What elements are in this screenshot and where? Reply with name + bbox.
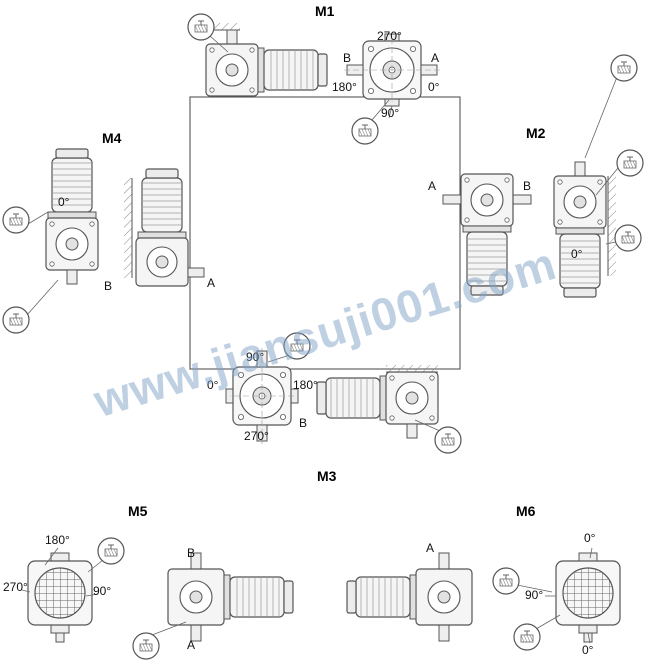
- oil-level-plug-icon: [513, 623, 541, 651]
- m5-angle-270: 270°: [3, 580, 28, 594]
- m4-label: M4: [102, 130, 122, 146]
- oil-level-plug-icon: [283, 332, 311, 360]
- m1-shaft-b-label: B: [343, 51, 352, 65]
- m1-label: M1: [315, 3, 335, 19]
- oil-level-plug-icon: [351, 117, 379, 145]
- oil-level-plug-icon: [616, 149, 644, 177]
- oil-level-plug-icon: [434, 426, 462, 454]
- leader-lines: [21, 35, 619, 644]
- oil-plug-icons: [2, 13, 644, 660]
- m3-angle-90: 90°: [246, 350, 265, 364]
- m6-shaft-a-label: A: [426, 541, 435, 555]
- m3-label: M3: [317, 468, 337, 484]
- m5-shaft-b-label: B: [187, 546, 196, 560]
- oil-level-plug-icon: [132, 632, 160, 660]
- m2-shaft-a-label: A: [428, 179, 437, 193]
- m1-angle-0: 0°: [428, 80, 440, 94]
- oil-level-plug-icon: [97, 537, 125, 565]
- oil-level-plug-icon: [614, 224, 642, 252]
- m4-front-view: [45, 148, 99, 285]
- m4-angle-0: 0°: [58, 195, 70, 209]
- m1-shaft-a-label: A: [431, 51, 440, 65]
- oil-level-plug-icon: [2, 306, 30, 334]
- m6-side-view: [346, 552, 473, 642]
- oil-level-plug-icon: [610, 54, 638, 82]
- m3-angle-270: 270°: [244, 429, 269, 443]
- m3-angle-180: 180°: [293, 378, 318, 392]
- mounting-reference-square: [189, 96, 461, 370]
- oil-level-plug-icon: [492, 567, 520, 595]
- m4-side-view: [124, 168, 205, 287]
- oil-level-plug-icon: [2, 206, 30, 234]
- m6-angle-90: 90°: [525, 588, 544, 602]
- m1-angle-90: 90°: [381, 106, 400, 120]
- m5-angle-180: 180°: [45, 533, 70, 547]
- m3-side-view: [316, 365, 439, 439]
- m3-shaft-b-label: B: [299, 416, 308, 430]
- m1-side-view: [202, 23, 328, 97]
- m6-angle-0-bottom: 0°: [582, 643, 594, 657]
- m6-angle-0-top: 0°: [584, 531, 596, 545]
- m1-flange-view: [343, 33, 441, 119]
- m5-angle-90: 90°: [93, 584, 112, 598]
- m6-label: M6: [516, 503, 536, 519]
- m1-angle-180: 180°: [332, 80, 357, 94]
- m5-label: M5: [128, 503, 148, 519]
- m4-shaft-a-label: A: [207, 276, 216, 290]
- m4-shaft-b-label: B: [104, 279, 113, 293]
- m2-front-view: [442, 173, 532, 296]
- m2-side-view: [553, 161, 616, 298]
- m2-shaft-b-label: B: [523, 179, 532, 193]
- m5-side-view: [167, 552, 294, 642]
- m2-angle-0: 0°: [571, 247, 583, 261]
- m5-shaft-a-label: A: [187, 638, 196, 652]
- m3-angle-0: 0°: [207, 378, 219, 392]
- m5-fan-view: [27, 552, 93, 643]
- m6-fan-view: [555, 552, 621, 643]
- m1-angle-270: 270°: [377, 29, 402, 43]
- m2-label: M2: [526, 125, 546, 141]
- oil-level-plug-icon: [187, 13, 215, 41]
